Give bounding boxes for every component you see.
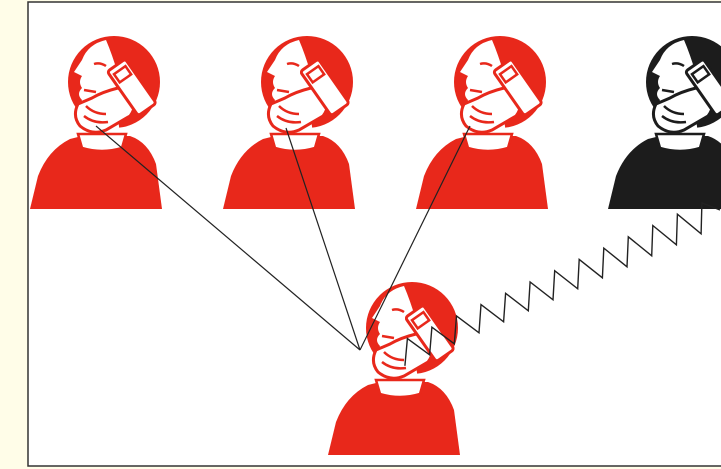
illustration	[0, 0, 721, 469]
